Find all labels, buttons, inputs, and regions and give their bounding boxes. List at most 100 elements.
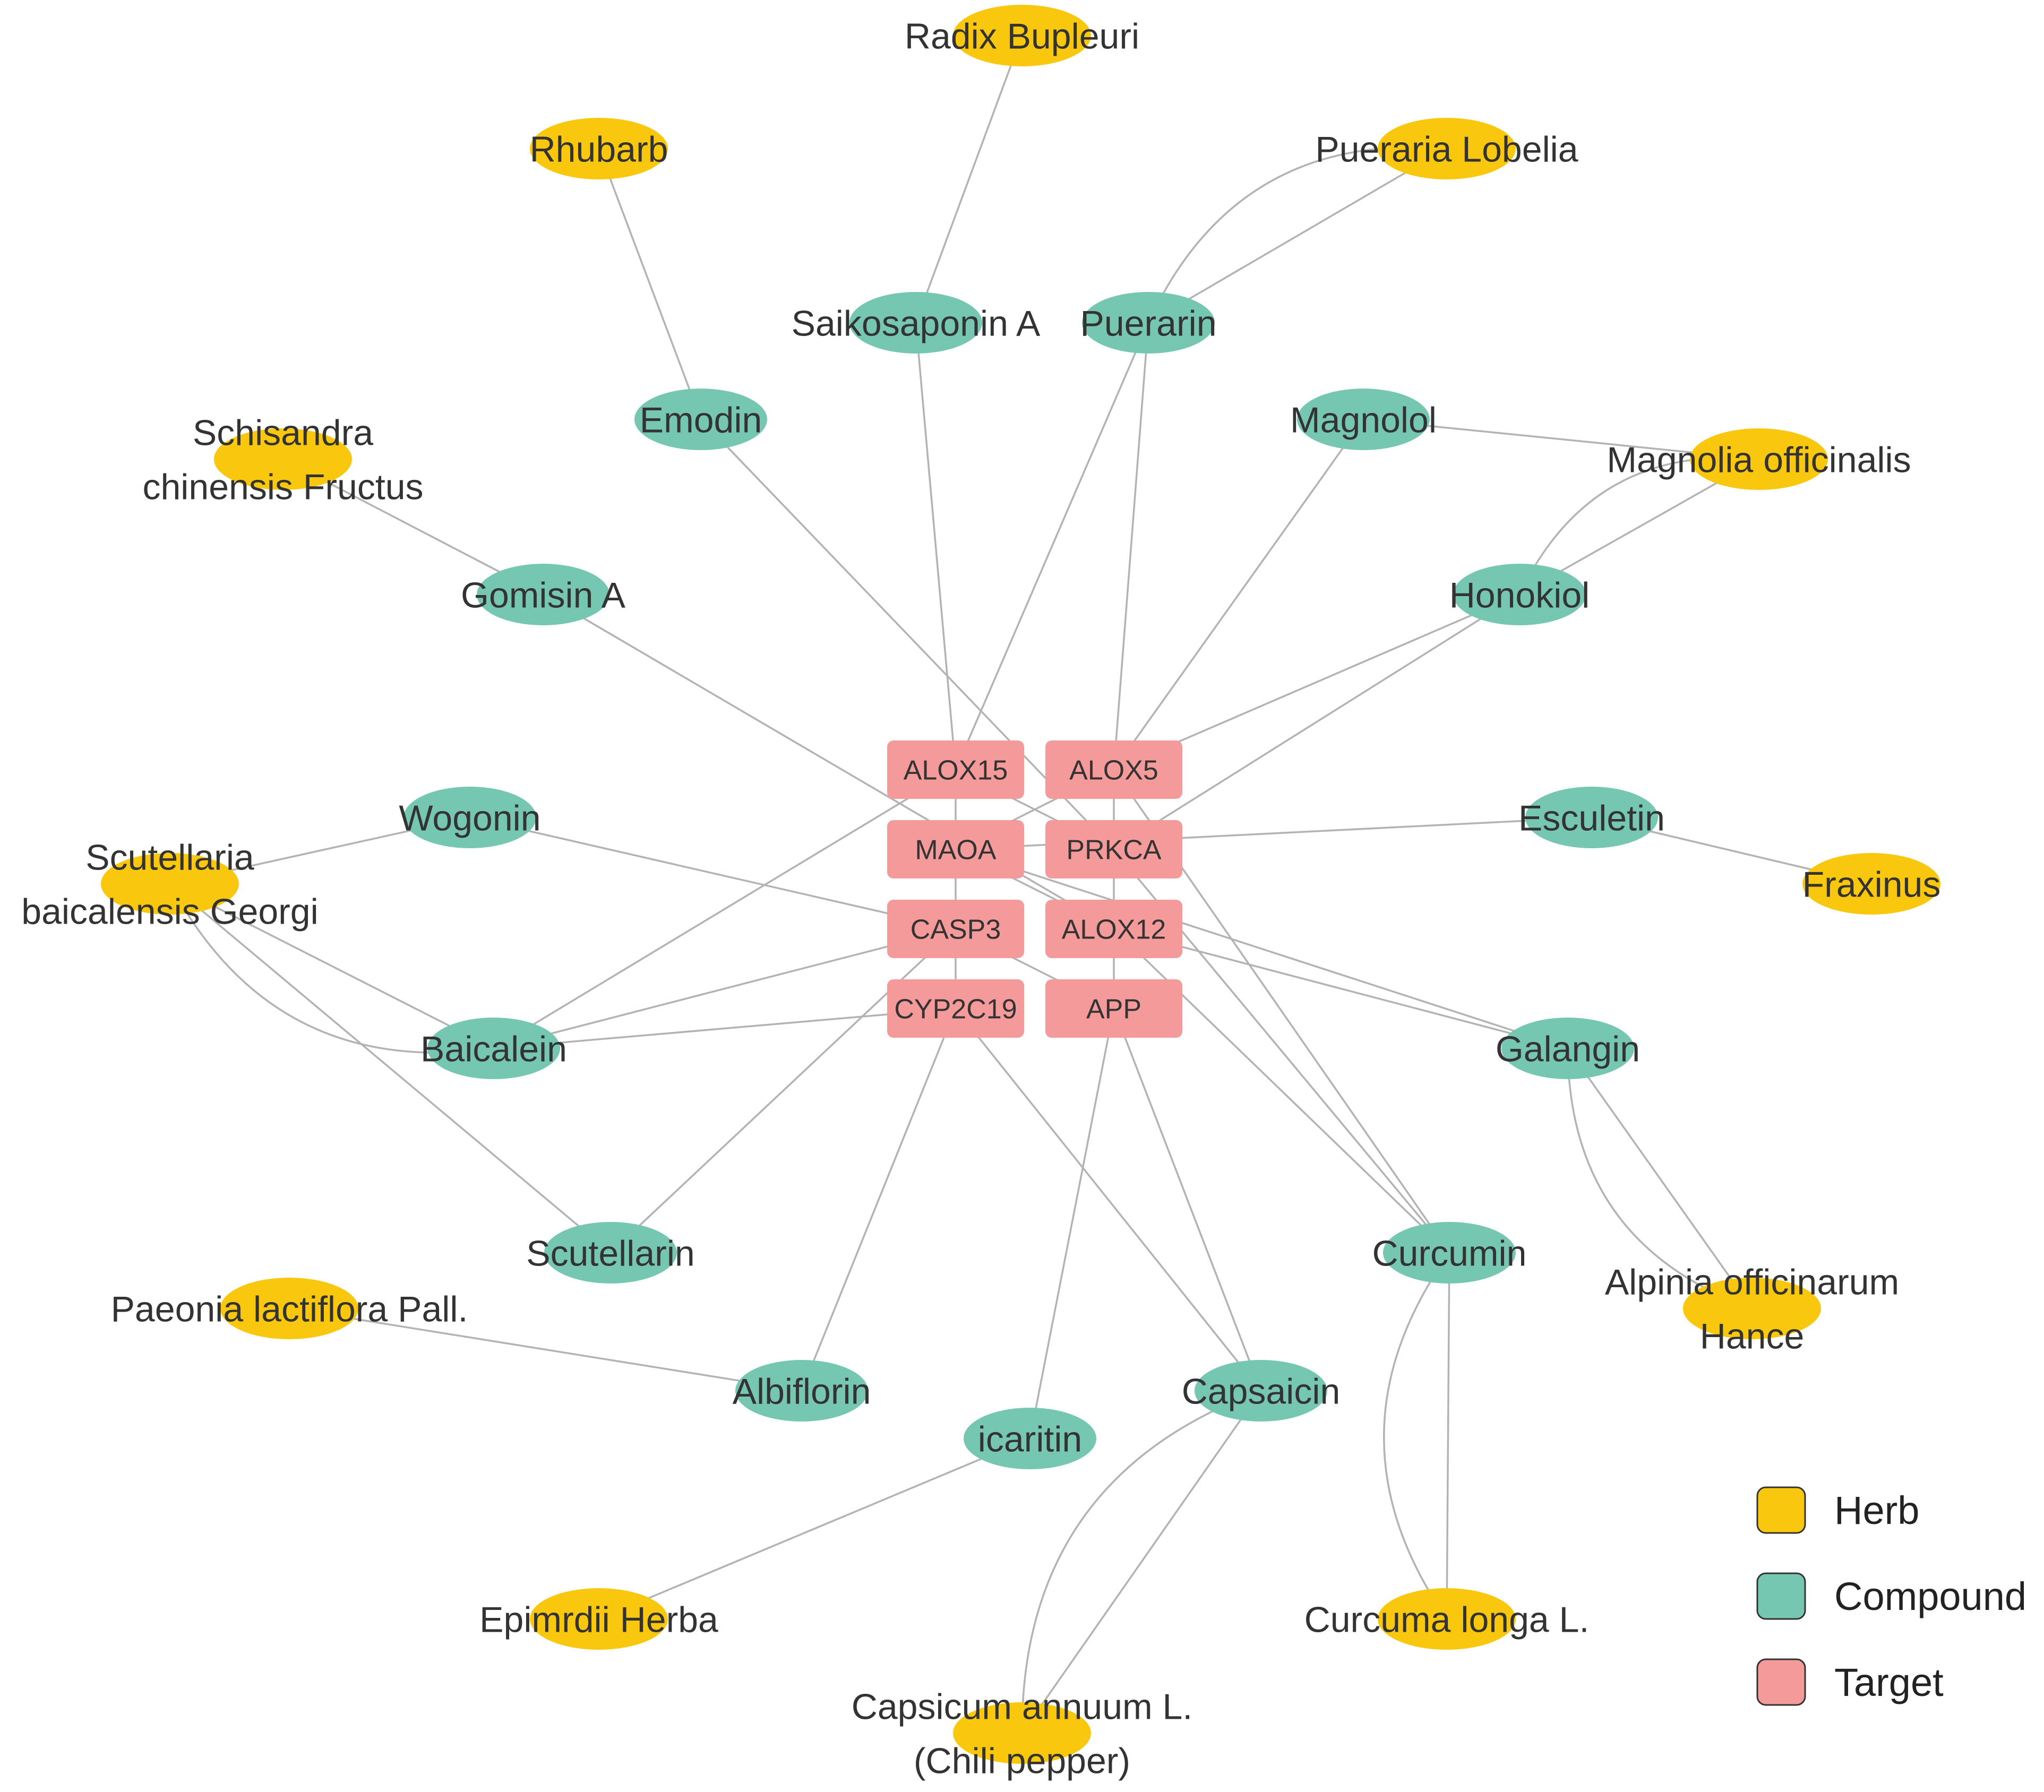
legend-label: Herb (1834, 1488, 1919, 1532)
edge-icaritin-epimrdii (598, 1437, 1030, 1620)
legend-label: Target (1834, 1660, 1944, 1704)
herb-ellipse (953, 5, 1091, 66)
target-label: CYP2C19 (894, 994, 1017, 1025)
herb-label: Capsicum annuum L. (852, 1686, 1193, 1727)
edge-magnolol-alox5 (1113, 418, 1364, 771)
herb-node-paeonia[interactable]: Paeonia lactiflora Pall. (111, 1278, 468, 1339)
herb-label: baicalensis Georgi (21, 891, 318, 932)
compound-label: Honokiol (1449, 575, 1590, 615)
herb-ellipse (1683, 1278, 1821, 1339)
herb-node-magnolia[interactable]: Magnolia officinalis (1607, 428, 1911, 490)
herb-ellipse (953, 1702, 1091, 1764)
compound-node-scutellarin[interactable]: Scutellarin (526, 1222, 695, 1283)
target-node-alox12[interactable]: ALOX12 (1045, 900, 1182, 958)
target-box (1045, 740, 1182, 799)
herb-node-radix[interactable]: Radix Bupleuri (905, 5, 1139, 66)
herb-node-rhubarb[interactable]: Rhubarb (530, 118, 668, 179)
compound-node-wogonin[interactable]: Wogonin (399, 787, 541, 848)
compound-ellipse (1501, 1018, 1634, 1079)
herb-label: Schisandra (193, 412, 373, 453)
compound-label: icaritin (978, 1419, 1083, 1459)
target-box (887, 979, 1024, 1038)
compound-ellipse (1195, 1360, 1327, 1421)
herb-node-capsicum[interactable]: Capsicum annuum L. (Chili pepper) (852, 1686, 1193, 1781)
herb-node-epimrdii[interactable]: Epimrdii Herba (479, 1588, 718, 1650)
herb-label: (Chili pepper) (914, 1741, 1130, 1781)
compound-node-magnolol[interactable]: Magnolol (1290, 389, 1437, 450)
compound-node-capsaicin[interactable]: Capsaicin (1182, 1360, 1341, 1421)
legend-item-target: Target (1756, 1658, 1944, 1706)
herb-node-schisandra[interactable]: Schisandra chinensis Fructus (142, 412, 423, 507)
compound-node-puerarin[interactable]: Puerarin (1080, 292, 1217, 354)
edges-layer (169, 35, 1872, 1734)
compound-node-icaritin[interactable]: icaritin (964, 1408, 1096, 1469)
target-node-prkca[interactable]: PRKCA (1045, 820, 1182, 878)
herb-ellipse (214, 428, 352, 490)
edge-baicalein-alox15 (493, 769, 956, 1049)
target-node-alox15[interactable]: ALOX15 (887, 740, 1024, 799)
compound-ellipse (1297, 389, 1430, 450)
target-node-cyp2c19[interactable]: CYP2C19 (887, 979, 1024, 1038)
target-box (887, 900, 1024, 958)
compound-ellipse (964, 1408, 1096, 1469)
edge-capsaicin-app (1113, 1008, 1262, 1391)
herb-label: Paeonia lactiflora Pall. (111, 1289, 468, 1329)
herb-label: chinensis Fructus (142, 467, 423, 507)
compound-ellipse (403, 787, 536, 848)
edge-emodin-prkca (700, 418, 1115, 850)
compound-node-galangin[interactable]: Galangin (1496, 1018, 1640, 1079)
herb-label: Radix Bupleuri (905, 16, 1139, 56)
legend-label: Compound (1834, 1574, 2026, 1618)
compound-ellipse (1082, 292, 1215, 354)
edge-capsaicin-capsicum (1021, 1390, 1262, 1734)
herb-ellipse (1690, 428, 1828, 490)
compound-node-albiflorin[interactable]: Albiflorin (733, 1360, 871, 1421)
edge-baicalein-cyp2c19 (493, 1007, 956, 1049)
edge-arc-curcumin-curcuma (1383, 1252, 1450, 1619)
compound-label: Baicalein (420, 1029, 567, 1069)
target-label: ALOX12 (1062, 915, 1166, 945)
compound-node-emodin[interactable]: Emodin (634, 389, 767, 450)
compound-node-baicalein[interactable]: Baicalein (420, 1018, 567, 1079)
edge-scutellarin-casp3 (609, 928, 957, 1254)
herb-label: Fraxinus (1802, 864, 1941, 904)
edge-galangin-maoa (955, 848, 1568, 1049)
target-box (1045, 900, 1182, 958)
compound-ellipse (427, 1018, 560, 1079)
compound-label: Puerarin (1080, 303, 1216, 343)
herb-ellipse (220, 1278, 358, 1339)
compound-ellipse (634, 389, 767, 450)
compound-node-curcumin[interactable]: Curcumin (1372, 1222, 1527, 1283)
target-node-maoa[interactable]: MAOA (887, 820, 1024, 878)
target-label: PRKCA (1066, 835, 1161, 866)
target-node-casp3[interactable]: CASP3 (887, 900, 1024, 958)
herb-node-fraxinus[interactable]: Fraxinus (1802, 853, 1941, 915)
compound-ellipse (1453, 564, 1586, 625)
compound-node-saikosaponin[interactable]: Saikosaponin A (792, 292, 1041, 354)
target-node-alox5[interactable]: ALOX5 (1045, 740, 1182, 799)
compound-ellipse (735, 1360, 868, 1421)
compound-node-esculetin[interactable]: Esculetin (1518, 787, 1665, 848)
legend-item-compound: Compound (1756, 1572, 2026, 1620)
target-node-app[interactable]: APP (1045, 979, 1182, 1038)
target-label: APP (1086, 994, 1141, 1025)
compound-ellipse (1525, 787, 1658, 848)
legend-swatch-herb (1756, 1486, 1806, 1534)
target-label: ALOX15 (904, 755, 1008, 786)
compound-node-honokiol[interactable]: Honokiol (1449, 564, 1590, 625)
edge-saikosaponin-alox15 (915, 322, 957, 770)
compound-ellipse (544, 1222, 677, 1283)
herb-label: Curcuma longa L. (1304, 1599, 1590, 1640)
edge-scutellaria-scutellarin (169, 883, 612, 1254)
compound-ellipse (849, 292, 982, 354)
compound-node-gomisin[interactable]: Gomisin A (461, 564, 626, 625)
herb-node-pueraria[interactable]: Pueraria Lobelia (1315, 118, 1578, 179)
herb-node-curcuma[interactable]: Curcuma longa L. (1304, 1588, 1590, 1650)
edge-paeonia-albiflorin (289, 1307, 802, 1392)
target-box (1045, 979, 1182, 1038)
